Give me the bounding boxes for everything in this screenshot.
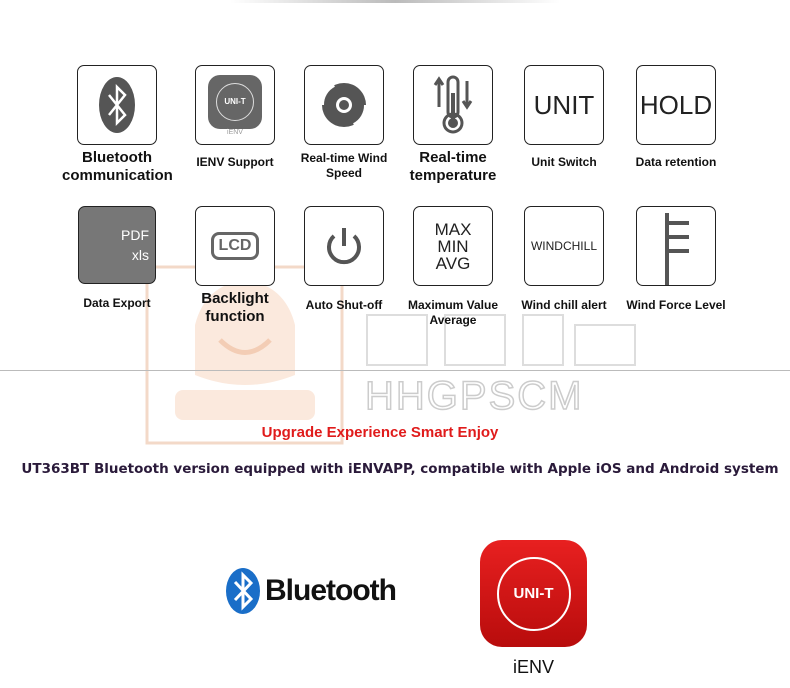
feature-label: Data retention [635, 155, 717, 169]
lcd-icon: LCD [195, 206, 275, 286]
hold-icon: HOLD [636, 65, 716, 145]
feature-label: Real-time temperature [409, 149, 497, 184]
bluetooth-logo: Bluetooth [225, 567, 397, 615]
feature-label: Wind Force Level [626, 298, 726, 312]
feature-label: Auto Shut-off [305, 298, 383, 312]
app-name: iENV [512, 657, 554, 677]
feature-auto-shutoff: Auto Shut-off [289, 206, 399, 313]
feature-label: IENV Support [196, 155, 274, 169]
feature-label: Data Export [83, 296, 151, 310]
feature-bluetooth: Bluetooth communication [62, 65, 173, 185]
feature-label: Real-time Wind Speed [300, 151, 388, 180]
fan-icon [304, 65, 384, 145]
bluetooth-icon [226, 568, 260, 614]
feature-label: Wind chill alert [521, 298, 607, 312]
feature-temperature: Real-time temperature [398, 65, 508, 185]
thermometer-icon [413, 65, 493, 145]
wind-force-icon [636, 206, 716, 286]
unit-app-icon: UNI-T iENV [195, 65, 275, 145]
feature-data-retention: HOLD Data retention [621, 65, 731, 170]
feature-label: Backlight function [201, 290, 269, 325]
feature-backlight: LCD Backlight function [180, 206, 290, 326]
feature-wind-chill: WINDCHILL Wind chill alert [509, 206, 619, 313]
top-divider [230, 0, 560, 3]
feature-label: Maximum Value Average [407, 298, 499, 327]
ienv-app-icon: UNI-T [480, 540, 587, 647]
watermark-text: HHGPSCM [364, 373, 584, 419]
slogan: Upgrade Experience Smart Enjoy [261, 424, 499, 441]
feature-ienv: UNI-T iENV IENV Support [180, 65, 290, 170]
feature-unit-switch: UNIT Unit Switch [509, 65, 619, 170]
feature-label: Unit Switch [531, 155, 597, 169]
power-icon [304, 206, 384, 286]
windchill-icon: WINDCHILL [524, 206, 604, 286]
feature-wind-force: Wind Force Level [621, 206, 731, 313]
bluetooth-icon [77, 65, 157, 145]
description: UT363BT Bluetooth version equipped with … [21, 461, 779, 477]
unit-icon: UNIT [524, 65, 604, 145]
section-divider [0, 370, 790, 371]
feature-wind-speed: Real-time Wind Speed [289, 65, 399, 181]
feature-label: Bluetooth communication [62, 149, 173, 184]
